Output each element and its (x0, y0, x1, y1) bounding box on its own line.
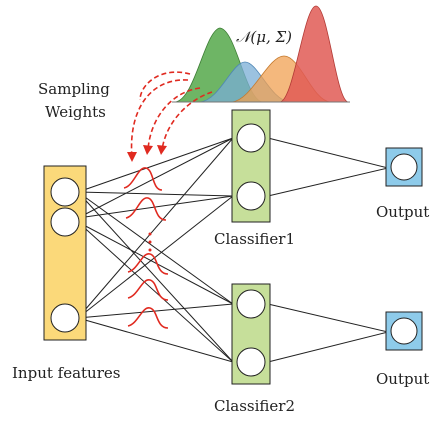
edge (77, 221, 234, 305)
sampling-arrow-3 (161, 91, 213, 151)
input-node-1 (50, 177, 80, 207)
weight-curve-2 (125, 197, 167, 221)
dist-curve-red (279, 5, 349, 103)
arrowhead-3 (157, 145, 167, 155)
classifier1-block: Classifier1 (214, 109, 295, 248)
weight-curve-3 (127, 253, 169, 275)
sampling-label-line1: Sampling (38, 80, 110, 98)
edge (267, 331, 389, 363)
classifier2-block: Classifier2 (214, 283, 295, 415)
edge (77, 317, 234, 363)
edge (267, 167, 389, 197)
output1-label: Output (376, 203, 429, 221)
edge (77, 137, 234, 219)
edge (77, 195, 234, 219)
output2-node (390, 317, 418, 345)
weight-curve-4 (127, 279, 169, 301)
arrowhead-2 (143, 145, 153, 155)
weight-curve-5 (127, 307, 169, 329)
edge (77, 137, 234, 193)
edge (77, 195, 234, 319)
classifier1-node-2 (236, 181, 266, 211)
edge (267, 303, 389, 333)
classifier2-node-1 (236, 289, 266, 319)
distribution-label: 𝒩(μ, Σ) (236, 28, 292, 46)
classifier1-node-1 (236, 123, 266, 153)
output2-block: Output (376, 311, 429, 388)
edge (77, 191, 234, 363)
input-block: Input features (12, 165, 120, 382)
output1-node (390, 153, 418, 181)
classifier2-node-2 (236, 347, 266, 377)
gaussian-distributions: 𝒩(μ, Σ) (172, 5, 350, 103)
edge (77, 191, 234, 197)
classifier1-label: Classifier1 (214, 230, 295, 248)
edge (77, 303, 234, 319)
classifier2-label: Classifier2 (214, 397, 295, 415)
weight-curve-1 (123, 167, 163, 191)
edge (77, 137, 234, 319)
sampling-arrow-2 (147, 87, 201, 151)
output2-label: Output (376, 370, 429, 388)
weight-dots (148, 232, 152, 252)
arrowhead-1 (127, 152, 137, 162)
input-node-2 (50, 207, 80, 237)
sampling-arrowheads (127, 145, 167, 162)
sampling-arrow-4 (139, 71, 191, 101)
sampling-label-line2: Weights (45, 103, 106, 121)
input-label: Input features (12, 364, 120, 382)
connections (77, 137, 389, 363)
dot (148, 248, 152, 252)
dot (148, 240, 152, 244)
sampling-arrows (130, 71, 213, 159)
edge (267, 137, 389, 169)
edge (77, 221, 234, 363)
sampling-arrow-1 (130, 79, 189, 159)
output1-block: Output (376, 147, 429, 221)
weight-curves (123, 167, 169, 329)
input-node-3 (50, 303, 80, 333)
dot (148, 232, 152, 236)
edge (77, 191, 234, 305)
